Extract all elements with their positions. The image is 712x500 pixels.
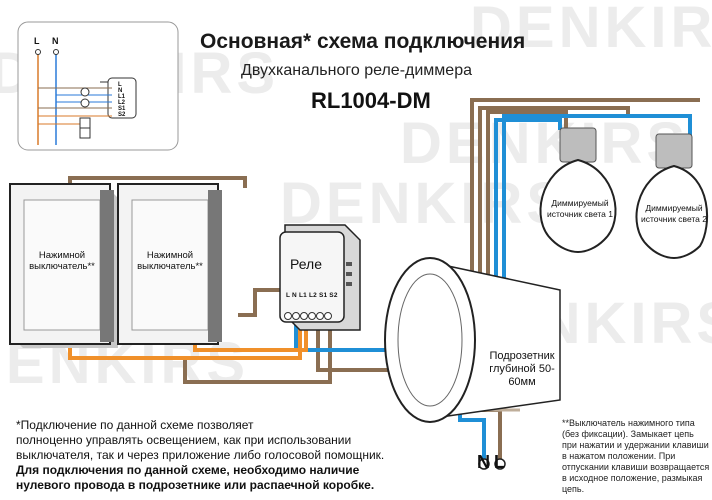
thumbnail-diagram	[35, 49, 137, 145]
mains-l-label: L	[494, 452, 505, 472]
switch-1-shape	[9, 183, 118, 348]
switch-2-label: Нажимной выключатель**	[137, 250, 203, 272]
note-bold-line: Для подключения по данной схеме, необход…	[16, 463, 360, 477]
lamp-2-shape	[635, 133, 709, 260]
note-line: выключателя, так и через приложение либо…	[16, 448, 385, 462]
mains-n-terminal	[478, 458, 490, 470]
mains-n-label: N	[477, 452, 490, 472]
switch-note: **Выключатель нажимного типа (без фиксац…	[562, 418, 710, 494]
thumbnail-terminal-label: N	[118, 88, 123, 94]
thumbnail-terminal-label: L1	[118, 94, 126, 100]
thumbnail-terminal-label: L2	[118, 100, 126, 106]
lamp-1-label: Диммируемый источник света 1	[546, 198, 614, 219]
note-line: полноценно управлять освещением, как при…	[16, 433, 352, 447]
page-title: Основная* схема подключения	[200, 30, 526, 53]
main-note: *Подключение по данной схеме позволяет п…	[16, 418, 396, 493]
relay-label: Реле	[290, 256, 322, 272]
mains-l-terminal	[494, 458, 506, 470]
thumbnail-frame	[17, 21, 179, 151]
switch-2-shape	[117, 183, 222, 345]
relay-shape	[279, 224, 361, 331]
thumbnail-terminal-label: S1	[118, 106, 126, 112]
junction-box-shape	[384, 257, 561, 423]
thumbnail-terminal-label: S2	[118, 112, 126, 118]
lamp-2-label: Диммируемый источник света 2	[640, 203, 708, 224]
junction-box-label: Подрозетник глубиной 50-60мм	[489, 350, 555, 388]
page-subtitle: Двухканального реле-диммера	[241, 62, 472, 79]
thumbnail-terminal-label: L	[118, 82, 122, 88]
note-line: *Подключение по данной схеме позволяет	[16, 418, 254, 432]
thumbnail-n-label: N	[52, 36, 59, 46]
model-name: RL1004-DM	[311, 88, 431, 113]
relay-terminals-label: L N L1 L2 S1 S2	[286, 292, 338, 299]
switch-1-label: Нажимной выключатель**	[29, 250, 95, 272]
watermark: DENKIRS	[470, 0, 712, 60]
lamp-1-shape	[539, 127, 617, 254]
thumbnail-l-label: L	[34, 36, 40, 46]
note-bold-line: нулевого провода в подрозетнике или расп…	[16, 478, 375, 492]
